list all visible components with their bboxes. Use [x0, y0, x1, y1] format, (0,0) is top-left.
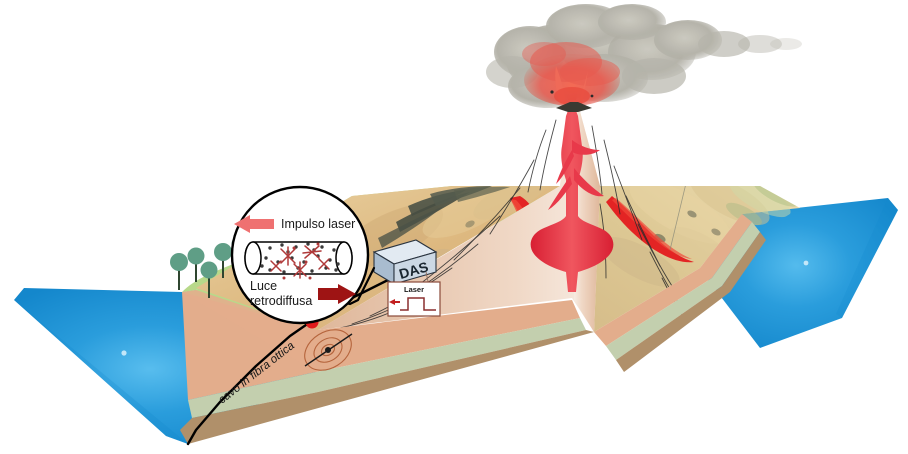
luce-retrodiffusa-label-line2: retrodiffusa [250, 294, 312, 308]
strain-event-marker [304, 329, 353, 371]
pulse-direction-arrow [389, 299, 400, 305]
summit-vent [556, 102, 592, 112]
layer-brown-right [616, 232, 766, 372]
fiber-inset-callout: Impulso laser [230, 185, 370, 325]
laser-label: Laser [404, 285, 424, 294]
cone-interior [318, 104, 600, 332]
layer-sage-right [606, 222, 760, 360]
scatter-stars [270, 245, 330, 279]
scatter-dots [260, 242, 340, 274]
tree [170, 253, 188, 290]
volcano-flank-right [594, 186, 800, 332]
layer-brown-left [180, 330, 594, 444]
tree [187, 247, 205, 282]
layer-salmon-left [182, 292, 580, 400]
das-device[interactable]: DAS [372, 239, 438, 285]
tree [214, 243, 232, 278]
strata-left [180, 290, 594, 444]
eruption-column [522, 42, 620, 106]
das-label: DAS [397, 258, 430, 282]
tree [200, 261, 218, 298]
ocean-sparkle-right [803, 260, 809, 266]
volcano-cross-section [318, 86, 685, 332]
layer-sage-left [188, 318, 586, 418]
impulso-laser-label: Impulso laser [281, 217, 355, 231]
ocean-sparkle-left [121, 350, 127, 356]
pulse-waveform [400, 297, 436, 311]
strata-right [594, 214, 766, 372]
laser-pulse-box: Laser [387, 281, 441, 317]
impulso-laser-arrow [234, 215, 274, 233]
fiber-optic-cable [186, 262, 422, 446]
luce-retrodiffusa-label-line1: Luce [250, 279, 277, 293]
luce-retrodiffusa-arrow [318, 284, 356, 304]
layer-salmon-right [594, 214, 752, 346]
magma-conduit [530, 86, 614, 292]
fiber-cylinder [244, 241, 353, 280]
